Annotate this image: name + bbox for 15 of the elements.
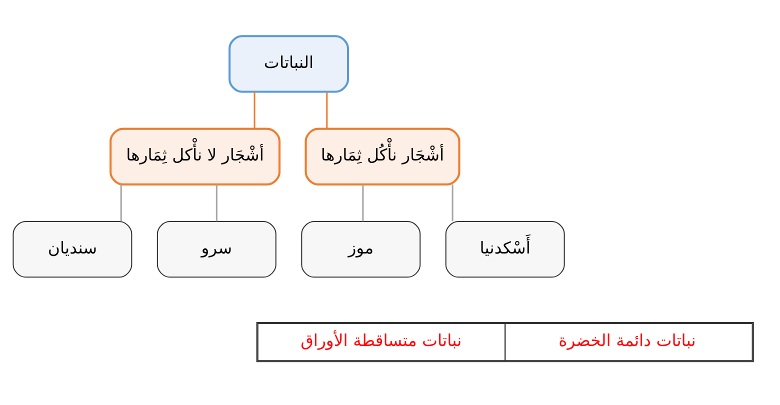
node-box: أشْجَار نأْكُل ثِمَارها xyxy=(304,127,460,185)
connector xyxy=(120,184,122,221)
connector xyxy=(362,184,364,221)
node-box: النباتات xyxy=(228,34,349,92)
node-box: سنديان xyxy=(12,220,132,278)
connector xyxy=(326,91,328,128)
node-box: موز xyxy=(300,220,420,278)
node-box: سرو xyxy=(156,220,276,278)
connector xyxy=(451,184,453,221)
connector xyxy=(215,184,217,221)
connector xyxy=(253,91,255,128)
label: نباتات دائمة الخضرة xyxy=(558,330,696,350)
node-box: أَسْكدنيا xyxy=(444,220,564,278)
label: نباتات متساقطة الأوراق xyxy=(300,330,462,350)
node-box: أشْجَار لا نأْكل ثِمَارها xyxy=(109,127,280,185)
